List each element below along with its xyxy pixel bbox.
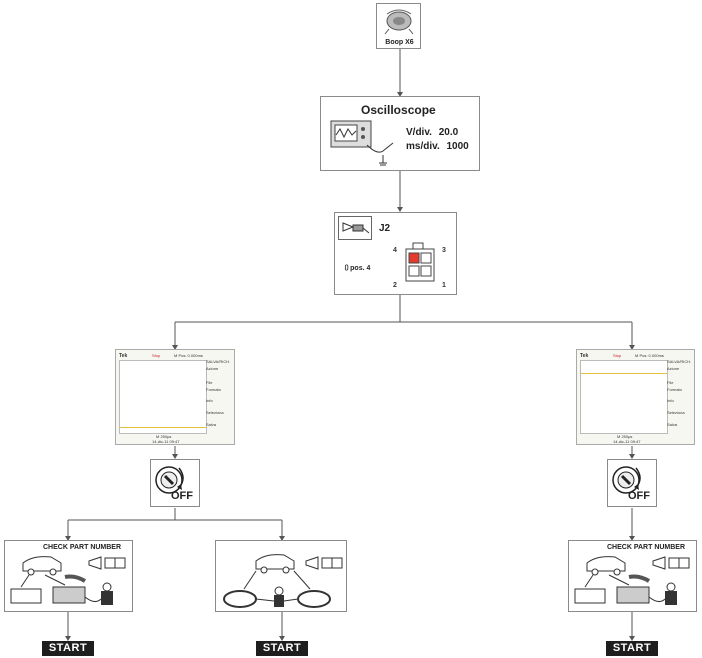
scope-screen-left: Tek Stop M Pos: 0.000ms SALVA/RICH. Azio… xyxy=(115,349,235,445)
connector-name: J2 xyxy=(379,223,391,234)
vdiv-line: V/div. 20.0 xyxy=(406,127,458,138)
probe-icon-frame xyxy=(338,216,372,240)
scope-menu: SALVA/RICH. Azione File Formato Info Sel… xyxy=(206,358,234,434)
device-box: Boop X6 xyxy=(376,3,421,49)
menu-item-5: Salva xyxy=(667,422,678,427)
harness-illustration xyxy=(223,554,343,608)
connector-box: J2 ⩇ pos. 4 4 3 2 1 xyxy=(334,212,457,295)
menu-item-1: File xyxy=(667,380,674,385)
menu-item-3: Info xyxy=(667,398,674,403)
connector-diagram xyxy=(405,242,435,282)
scope-brand: Tek xyxy=(580,353,589,359)
trace-line xyxy=(120,427,206,428)
menu-item-0: Azione xyxy=(206,366,219,371)
scope-date: 14-dic-11 09:47 xyxy=(152,439,180,444)
start-button-left[interactable]: START xyxy=(42,641,94,656)
oscilloscope-title: Oscilloscope xyxy=(361,103,436,117)
msdiv-label: ms/div. xyxy=(406,141,440,152)
part-check-illustration xyxy=(10,556,126,605)
vdiv-label: V/div. xyxy=(406,127,432,138)
start-button-middle[interactable]: START xyxy=(256,641,308,656)
probe-icon xyxy=(342,222,370,234)
scope-screen-right: Tek Stop M Pos: 0.000ms SALVA/RICH. Azio… xyxy=(576,349,695,445)
oscilloscope-box: Oscilloscope V/div. 20.0 ms/div. 1000 xyxy=(320,96,480,171)
pin-label-2: 2 xyxy=(393,282,397,289)
scope-mpos: M Pos: 0.000ms xyxy=(174,353,203,358)
start-button-right[interactable]: START xyxy=(606,641,658,656)
menu-item-2: Formato xyxy=(667,387,682,392)
scope-menu: SALVA/RICH. Azione File Formato Info Sel… xyxy=(667,358,695,434)
ignition-off-right: OFF xyxy=(607,459,657,507)
scope-mpos: M Pos: 0.000ms xyxy=(635,353,664,358)
menu-item-1: File xyxy=(206,380,213,385)
ignition-off-label: OFF xyxy=(171,490,193,502)
menu-item-4: Seleziona xyxy=(667,410,685,415)
scope-status: Stop xyxy=(152,353,161,358)
menu-item-4: Seleziona xyxy=(206,410,224,415)
ignition-off-left: OFF xyxy=(150,459,200,507)
ignition-key-icon xyxy=(155,466,184,494)
menu-title: SALVA/RICH. xyxy=(667,359,692,364)
msdiv-line: ms/div. 1000 xyxy=(406,141,469,152)
scope-plot xyxy=(580,360,668,434)
highlighted-pin xyxy=(408,252,420,264)
scope-brand: Tek xyxy=(119,353,128,359)
check-part-box-left: CHECK PART NUMBER xyxy=(4,540,133,612)
oscilloscope-icon xyxy=(330,120,394,166)
pin-label-3: 3 xyxy=(442,247,446,254)
ignition-off-label: OFF xyxy=(628,490,650,502)
scope-status: Stop xyxy=(613,353,622,358)
menu-title: SALVA/RICH. xyxy=(206,359,231,364)
vdiv-value: 20.0 xyxy=(438,127,459,138)
diagnostic-tool-icon xyxy=(384,9,414,35)
menu-item-0: Azione xyxy=(667,366,680,371)
device-label: Boop X6 xyxy=(385,39,414,46)
menu-item-5: Salva xyxy=(206,422,217,427)
pin-icon: ⩇ xyxy=(345,265,349,272)
scope-plot xyxy=(119,360,207,434)
pin-label-1: 1 xyxy=(442,282,446,289)
scope-date: 14-dic-11 09:47 xyxy=(613,439,641,444)
pos-line: ⩇ pos. 4 xyxy=(345,265,370,273)
check-part-number-label: CHECK PART NUMBER xyxy=(43,544,122,551)
trace-line xyxy=(581,373,667,374)
part-check-illustration xyxy=(574,556,690,605)
ignition-key-icon xyxy=(612,466,641,494)
check-part-number-label: CHECK PART NUMBER xyxy=(607,544,686,551)
menu-item-3: Info xyxy=(206,398,213,403)
check-part-box-right: CHECK PART NUMBER xyxy=(568,540,697,612)
pin-label-4: 4 xyxy=(393,247,397,254)
harness-box-middle xyxy=(215,540,347,612)
scope-time: M 250µs xyxy=(156,434,172,439)
pos-label: pos. 4 xyxy=(350,265,371,272)
menu-item-2: Formato xyxy=(206,387,221,392)
scope-time: M 250µs xyxy=(617,434,633,439)
msdiv-value: 1000 xyxy=(446,141,469,152)
